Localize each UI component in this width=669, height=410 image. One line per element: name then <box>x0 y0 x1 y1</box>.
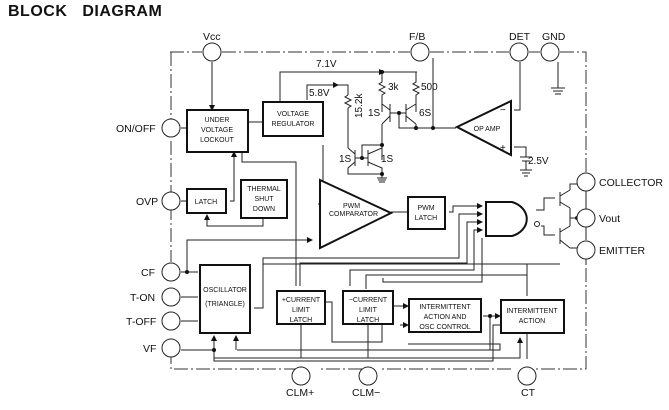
pin-cf <box>161 262 181 282</box>
intermittent-action-block: INTERMITTENT ACTION <box>500 299 565 334</box>
label-t-on: T-ON <box>130 292 155 304</box>
pins <box>161 42 596 386</box>
vreg-line-1: VOLTAGE <box>277 111 309 118</box>
label-q-6s: 6S <box>419 108 432 119</box>
osc-line-1: OSCILLATOR <box>203 287 247 294</box>
pin-ct <box>517 366 537 386</box>
wires <box>181 58 587 362</box>
label-clm-plus: CLM+ <box>286 387 314 399</box>
pin-labels: Vcc F/B DET GND ON/OFF OVP CF T-ON T-OFF… <box>116 31 663 399</box>
pin-vcc <box>202 42 222 62</box>
int-osc-line-2: ACTION AND <box>424 314 467 321</box>
pin-t-off <box>161 311 181 331</box>
pin-t-on <box>161 287 181 307</box>
plus-cl-line-1: +CURRENT <box>282 297 321 304</box>
label-emitter: EMITTER <box>599 245 645 257</box>
pin-emitter <box>576 240 596 260</box>
nand-gate <box>485 201 540 237</box>
label-15-2k: 15.2k <box>354 93 365 118</box>
int-osc-line-3: OSC CONTROL <box>419 324 470 331</box>
label-ct: CT <box>521 387 536 399</box>
label-500: 500 <box>421 82 438 93</box>
latch-label: LATCH <box>195 199 217 206</box>
thermal-line-3: DOWN <box>253 206 275 213</box>
thermal-shutdown-block: THERMAL SHUT DOWN <box>240 179 288 219</box>
label-q-1s-upper: 1S <box>368 108 381 119</box>
label-3k: 3k <box>388 82 400 93</box>
diagram-title: BLOCK DIAGRAM <box>8 3 163 20</box>
label-gnd: GND <box>542 31 566 43</box>
pin-on-off <box>161 118 181 138</box>
label-ovp: OVP <box>136 196 158 208</box>
op-amp-minus: − <box>500 105 506 116</box>
pin-clm-plus <box>291 366 311 386</box>
plus-cl-line-2: LIMIT <box>292 307 311 314</box>
pin-fb <box>410 42 430 62</box>
voltage-regulator-block: VOLTAGE REGULATOR <box>262 101 324 137</box>
uvlo-line-1: UNDER <box>205 117 230 124</box>
label-fb: F/B <box>409 31 425 43</box>
op-amp-block: OP AMP − + <box>454 99 512 157</box>
label-5-8v: 5.8V <box>309 88 330 99</box>
label-clm-minus: CLM− <box>352 387 380 399</box>
uvlo-line-3: LOCKOUT <box>200 137 235 144</box>
oscillator-block: OSCILLATOR (TRIANGLE) <box>199 264 251 334</box>
osc-line-2: (TRIANGLE) <box>205 301 245 308</box>
pwm-comparator-block: PWM COMPARATOR <box>319 178 394 250</box>
label-cf: CF <box>141 267 155 279</box>
plus-current-limit-latch-block: +CURRENT LIMIT LATCH <box>276 290 326 325</box>
label-vcc: Vcc <box>203 31 221 43</box>
pin-det <box>509 42 529 62</box>
op-amp-plus: + <box>500 143 506 154</box>
under-voltage-lockout-block: UNDER VOLTAGE LOCKOUT <box>186 109 249 153</box>
op-amp-label: OP AMP <box>474 126 501 133</box>
thermal-line-1: THERMAL <box>247 186 281 193</box>
pin-vout <box>576 208 596 228</box>
vreg-line-2: REGULATOR <box>272 121 315 128</box>
label-collector: COLLECTOR <box>599 177 663 189</box>
label-2-5v: 2.5V <box>528 156 549 167</box>
label-on-off: ON/OFF <box>116 123 156 135</box>
pin-clm-minus <box>358 366 378 386</box>
label-q-1s-left: 1S <box>339 154 352 165</box>
pwm-comp-line-2: COMPARATOR <box>329 211 378 218</box>
pwm-comp-line-1: PWM <box>343 203 360 210</box>
minus-current-limit-latch-block: −CURRENT LIMIT LATCH <box>342 290 394 325</box>
minus-cl-line-3: LATCH <box>357 317 379 324</box>
minus-cl-line-1: −CURRENT <box>349 297 388 304</box>
label-t-off: T-OFF <box>126 316 156 328</box>
component-labels: 7.1V 5.8V 2.5V 3k 500 15.2k 1S 6S 1S 1S <box>309 59 549 167</box>
pwm-latch-block: PWM LATCH <box>407 196 446 230</box>
label-det: DET <box>509 31 531 43</box>
label-q-1s-right: 1S <box>381 154 394 165</box>
latch-block: LATCH <box>186 188 227 214</box>
int-action-line-2: ACTION <box>519 318 545 325</box>
pwm-latch-line-1: PWM <box>417 205 434 212</box>
thermal-line-2: SHUT <box>254 196 274 203</box>
plus-cl-line-3: LATCH <box>290 317 312 324</box>
int-action-line-1: INTERMITTENT <box>506 308 558 315</box>
uvlo-line-2: VOLTAGE <box>201 127 233 134</box>
pwm-latch-line-2: LATCH <box>415 215 437 222</box>
int-osc-line-1: INTERMITTENT <box>419 304 471 311</box>
label-vf: VF <box>143 343 156 355</box>
minus-cl-line-2: LIMIT <box>359 307 378 314</box>
pin-vf <box>161 338 181 358</box>
pin-gnd <box>540 42 560 62</box>
label-7-1v: 7.1V <box>316 59 337 70</box>
label-vout: Vout <box>599 213 620 225</box>
pin-collector <box>576 172 596 192</box>
intermittent-osc-control-block: INTERMITTENT ACTION AND OSC CONTROL <box>408 298 482 333</box>
pin-ovp <box>161 191 181 211</box>
